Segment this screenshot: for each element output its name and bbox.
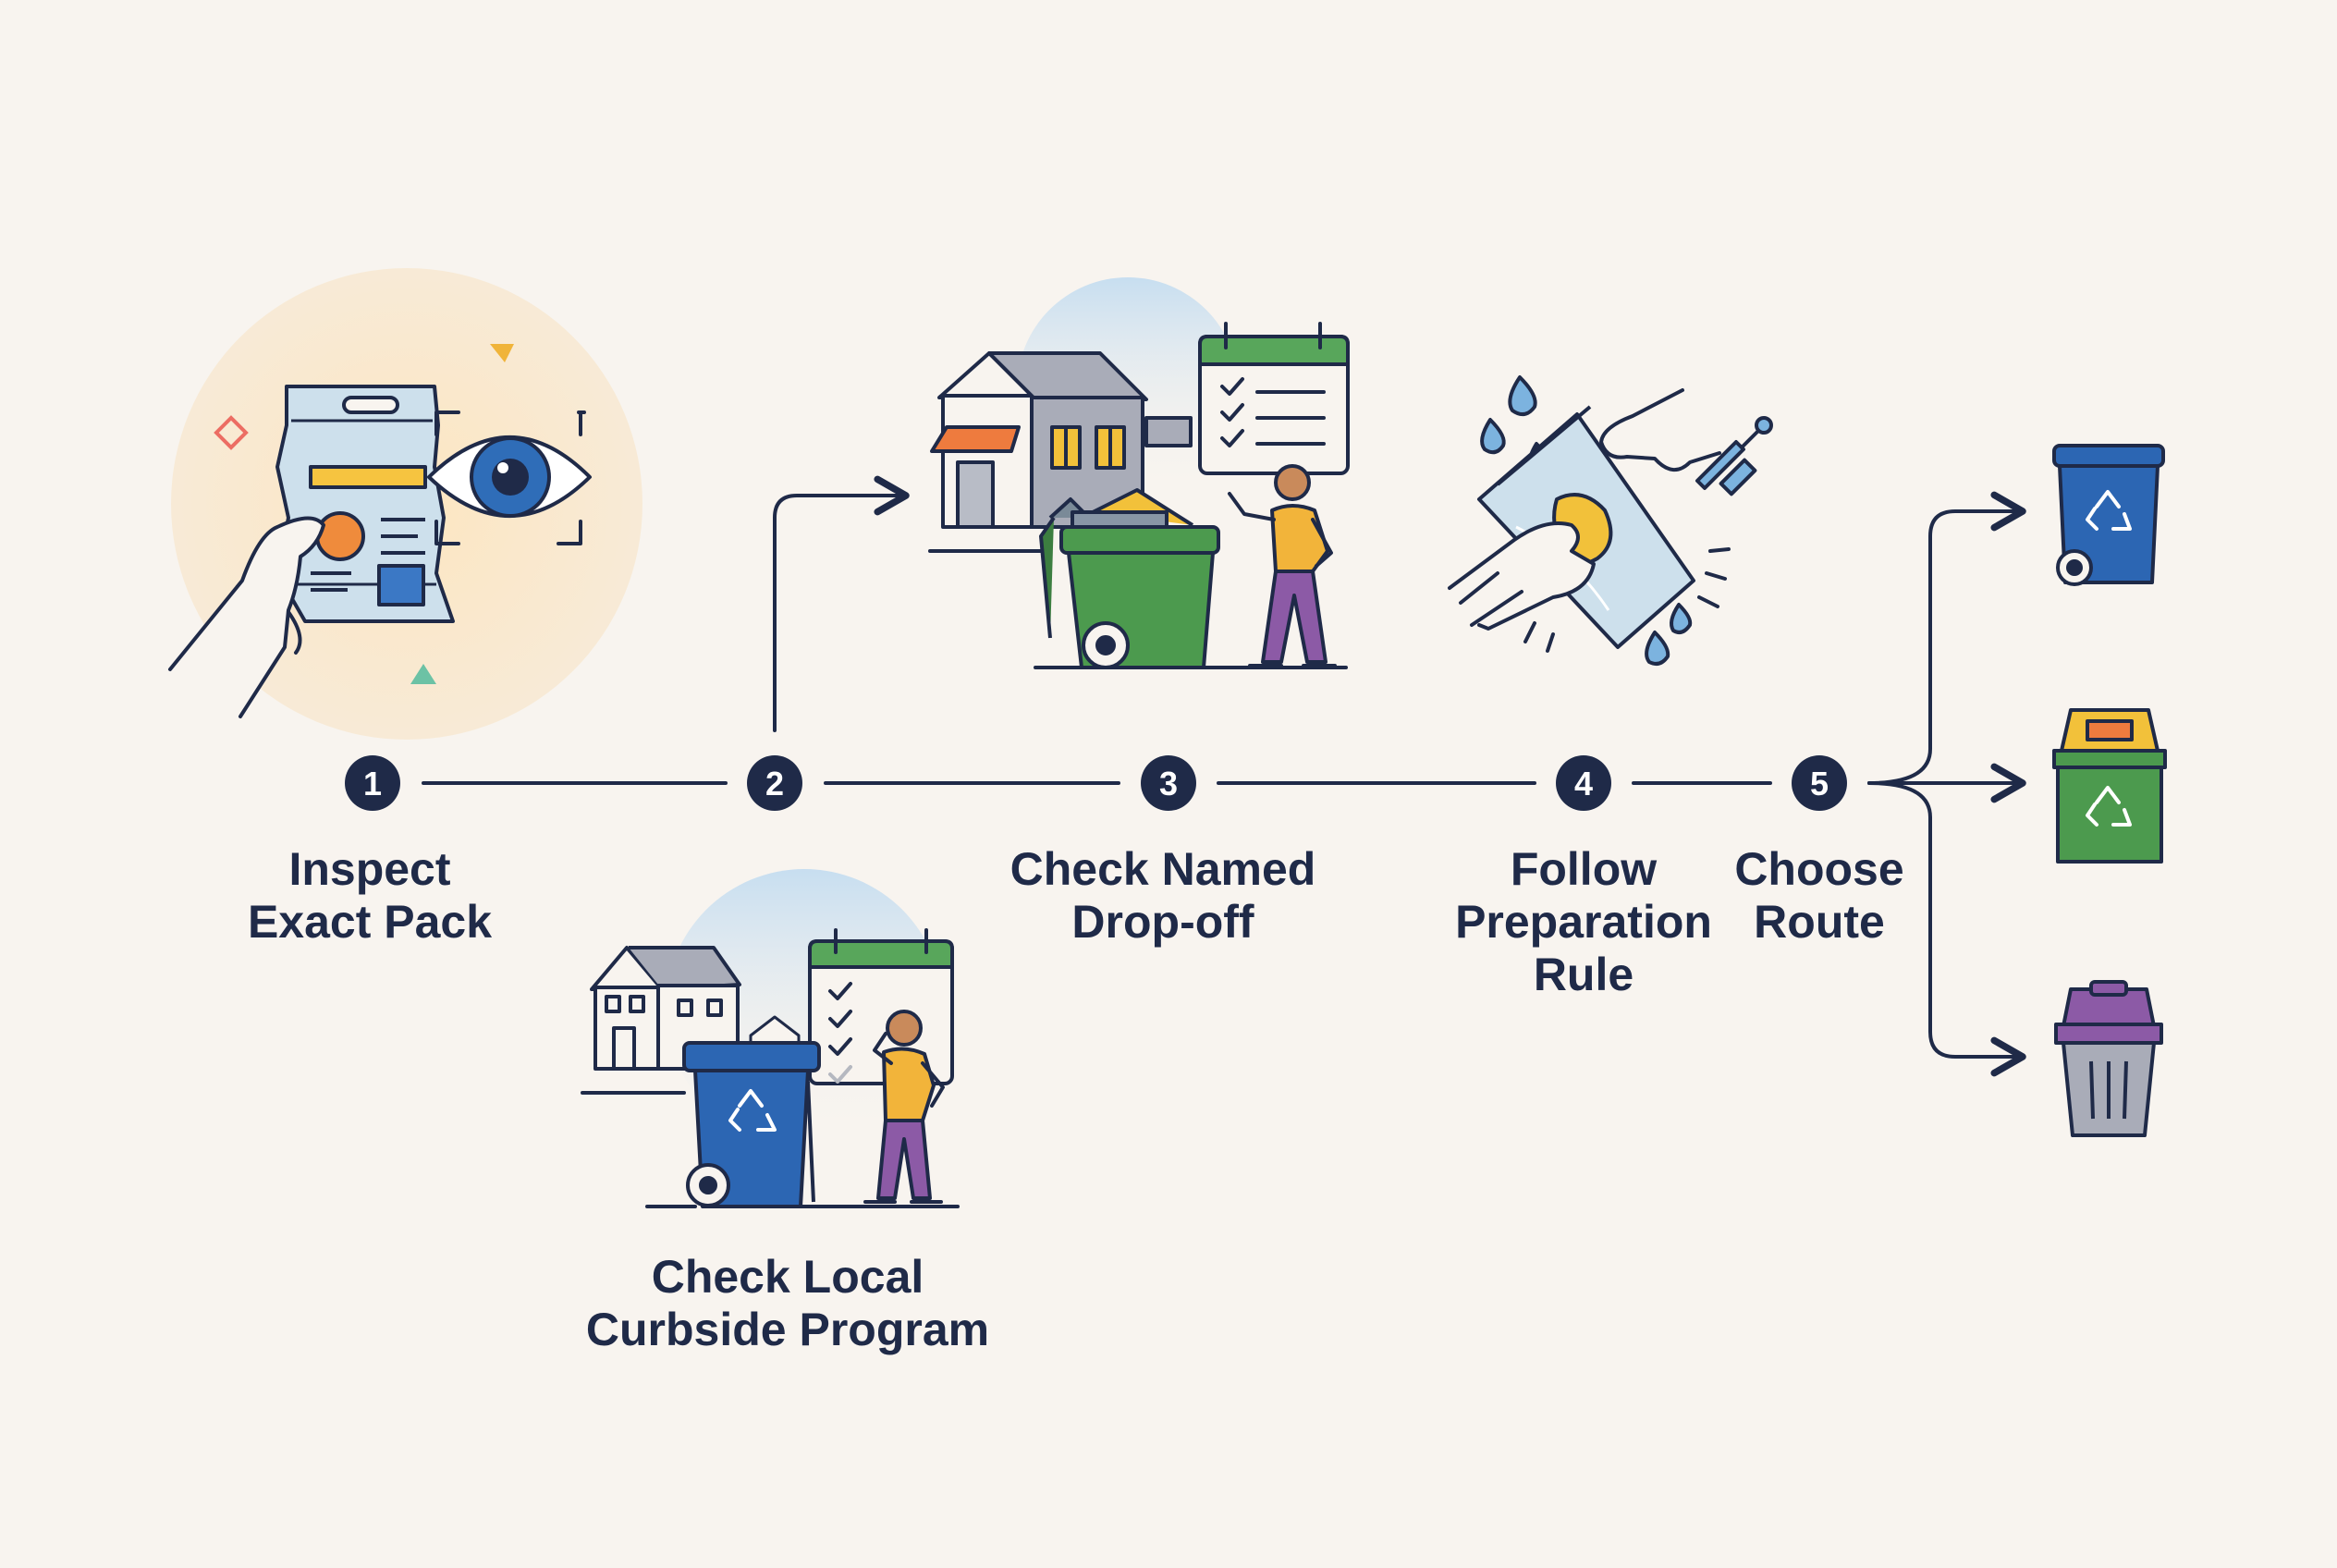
route-branch-bottom-arrow [1867, 781, 2026, 1077]
step-number: 2 [765, 765, 784, 802]
step-label-line: Choose [1734, 843, 1904, 895]
step-label-line: Drop-off [1071, 896, 1254, 948]
blue-curbside-bin-icon [682, 1041, 821, 1208]
person-pointing-icon [1228, 464, 1337, 668]
step-badge-circle [1792, 755, 1847, 811]
step-badge-circle [345, 755, 400, 811]
step-label-line: Inspect [288, 843, 451, 895]
building-icon [930, 351, 1193, 529]
step-label-line: Curbside Program [585, 1304, 990, 1355]
step-label-line: Route [1754, 896, 1885, 948]
person-thinking-icon [863, 1010, 945, 1204]
step-badge-4: 4 [1556, 755, 1611, 811]
preparation-illustration [1448, 375, 1773, 666]
snack-pack-icon [275, 385, 455, 623]
diamond-sparkle-icon [214, 415, 249, 450]
curbside-program-illustration [581, 869, 960, 1208]
step-label-line: Check Local [651, 1251, 924, 1303]
motion-lines [1523, 547, 1731, 653]
triangle-sparkle-icon [410, 664, 436, 684]
step-label-line: Follow [1510, 843, 1658, 895]
triangle-sparkle-icon [490, 344, 514, 362]
brush-icon [1695, 416, 1773, 496]
green-recycling-bin-icon [2052, 708, 2167, 864]
hand-icon [168, 516, 325, 718]
step-badge-5: 5 [1792, 755, 1847, 811]
step-label-line: Preparation [1455, 896, 1712, 948]
step-number: 3 [1159, 765, 1178, 802]
connector-2-branch-arrow [773, 475, 910, 732]
eye-icon [427, 410, 592, 545]
step-label-line: Check Named [1009, 843, 1316, 895]
checklist-calendar-icon [1198, 322, 1350, 475]
named-dropoff-illustration [928, 277, 1350, 669]
route-branch-top-arrow [1867, 491, 2026, 785]
inspect-pack-illustration [168, 268, 642, 740]
timeline-connectors [422, 475, 2026, 1077]
step-number: 5 [1810, 765, 1829, 802]
step-badges: 1 2 3 4 5 [345, 755, 1847, 811]
hand-icon [1448, 521, 1596, 631]
step-label-line: Exact Pack [247, 896, 493, 948]
hand-icon [1599, 388, 1721, 472]
step-number: 1 [363, 765, 382, 802]
step-badge-2: 2 [747, 755, 802, 811]
checklist-calendar-icon [808, 928, 954, 1085]
step-badge-circle [747, 755, 802, 811]
step-badge-circle [1556, 755, 1611, 811]
step-badge-1: 1 [345, 755, 400, 811]
step-number: 4 [1574, 765, 1593, 802]
step-badge-circle [1141, 755, 1196, 811]
step-badge-3: 3 [1141, 755, 1196, 811]
blue-recycling-bin-icon [2052, 444, 2165, 586]
purple-trash-can-icon [2054, 980, 2163, 1137]
green-dropoff-bin-icon [1039, 488, 1220, 669]
step-label-line: Rule [1533, 949, 1634, 1000]
